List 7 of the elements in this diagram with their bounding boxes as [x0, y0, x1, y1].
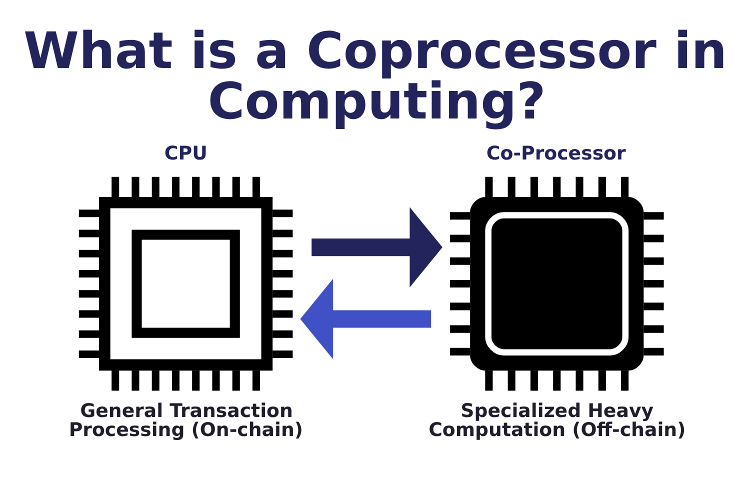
- node-label: CPU: [164, 142, 208, 164]
- arrow: [312, 207, 442, 288]
- node-label: General Transaction Processing (On-chain): [68, 400, 304, 441]
- diagram-title: What is a Coprocessor in Computing?: [24, 21, 728, 130]
- arrow: [300, 278, 432, 360]
- node-label: Co-Processor: [486, 142, 626, 164]
- node-label: Specialized Heavy Computation (Off-chain): [428, 400, 686, 441]
